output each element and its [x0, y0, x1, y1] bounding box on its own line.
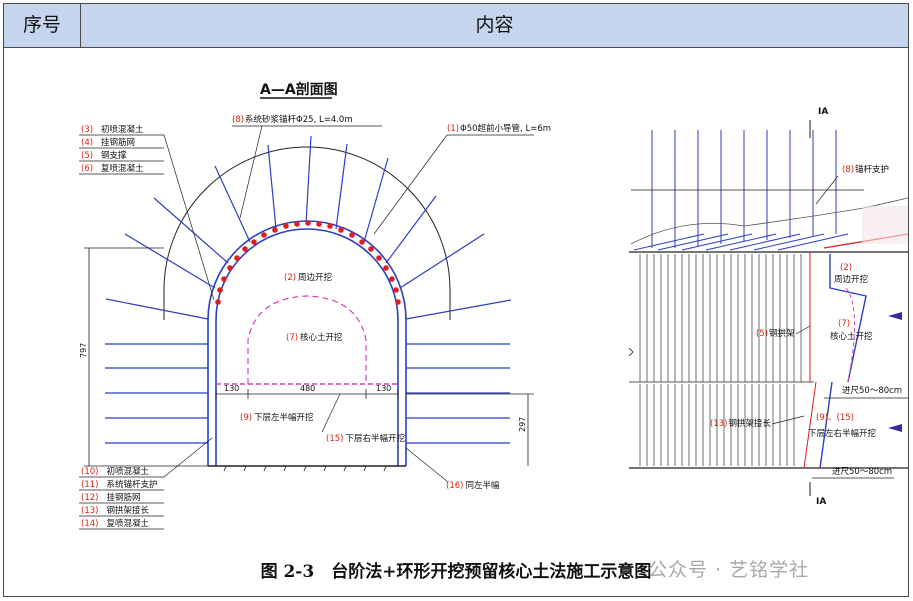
- outer-boundary: [163, 146, 451, 320]
- height-dims: [84, 247, 534, 467]
- label-arch: (5)钢拱架: [756, 328, 795, 339]
- bottom-label-leaders: [79, 437, 213, 530]
- leader-lower-right: [321, 393, 341, 433]
- core-soil-outline: [247, 295, 367, 384]
- label-core-text-right: 核心土开挖: [830, 331, 873, 342]
- dim-130-left: 130: [224, 384, 239, 393]
- svg-text:(5)钢支撑: (5)钢支撑: [81, 150, 127, 161]
- advance-lines: [651, 130, 837, 248]
- top-label-stack: (3)初喷混凝土 (4)挂钢筋网 (5)钢支撑 (6)复喷混凝土: [81, 124, 144, 174]
- label-arch-extend: (13)钢拱架接长: [710, 418, 771, 429]
- lining-inner: [215, 228, 399, 466]
- label-system-bolts: (8)系统砂浆锚杆Φ25, L=4.0m: [232, 114, 353, 125]
- figure-caption: 图 2-3 台阶法+环形开挖预留核心土法施工示意图: [260, 562, 652, 582]
- bolt-leader: [239, 125, 263, 219]
- label-lower-left: (9)下层左半幅开挖: [240, 412, 314, 423]
- radial-bolts: [105, 135, 512, 320]
- invert-ticks: [223, 465, 387, 472]
- dim-797: 797: [79, 343, 88, 358]
- core-profile-right: [845, 287, 855, 383]
- header-index: 序号: [22, 14, 61, 36]
- label-core: (7)核心土开挖: [286, 332, 343, 343]
- label-lower-right: (15)下层右半幅开挖: [326, 433, 405, 444]
- svg-text:(12)挂钢筋网: (12)挂钢筋网: [81, 492, 140, 503]
- section-title: A—A剖面图: [260, 81, 338, 98]
- leader-arch: [795, 325, 811, 335]
- arch-lines: [639, 254, 802, 382]
- break-mark: [628, 347, 634, 357]
- label-periph-text: 周边开挖: [834, 274, 869, 285]
- ia-bottom: IA: [816, 497, 826, 507]
- table-header: 序号 内容: [4, 4, 908, 48]
- svg-text:(13)钢拱架接长: (13)钢拱架接长: [81, 505, 149, 516]
- label-same-left: (16)同左半幅: [446, 480, 500, 491]
- svg-text:(10)初喷混凝土: (10)初喷混凝土: [81, 466, 149, 477]
- advance-pipes: [215, 220, 401, 305]
- diagonal-pipes: [633, 233, 849, 251]
- leader-extend: [771, 415, 805, 425]
- svg-text:(11)系统锚杆支护: (11)系统锚杆支护: [81, 479, 157, 490]
- header-divider: [80, 4, 81, 47]
- bottom-label-stack: (10)初喷混凝土 (11)系统锚杆支护 (12)挂钢筋网 (13)钢拱架接长 …: [81, 466, 157, 529]
- svg-text:(6)复喷混凝土: (6)复喷混凝土: [81, 163, 144, 174]
- figure-cell: A—A剖面图: [4, 48, 909, 596]
- table-frame: 序号 内容 A—A剖面图: [3, 3, 909, 597]
- red-arch-lower: [803, 381, 817, 469]
- bench-dims: [215, 389, 399, 399]
- lower-arch-lines: [639, 384, 795, 466]
- label-advance-pipe: (1)Φ50超前小导管, L=6m: [447, 123, 551, 134]
- dim-297: 297: [518, 417, 527, 432]
- svg-text:(3)初喷混凝土: (3)初喷混凝土: [81, 124, 144, 135]
- leader-anchor: [815, 175, 839, 205]
- leader-same-left: [405, 447, 449, 483]
- header-content: 内容: [475, 14, 514, 36]
- label-periph-num: (2): [840, 263, 852, 273]
- top-label-leaders: [79, 134, 215, 301]
- face-profile: [829, 254, 867, 383]
- ground-surface: [630, 197, 909, 245]
- dim-130-right: 130: [376, 384, 391, 393]
- dim-480: 480: [300, 384, 315, 393]
- label-anchor-support: (8)锚杆支护: [842, 164, 889, 175]
- watermark: 公众号 · 艺铭学社: [648, 559, 810, 581]
- arrow-core: [888, 312, 902, 320]
- construction-diagram: A—A剖面图: [79, 81, 909, 530]
- arrow-lower: [888, 424, 902, 432]
- face-profile-lower: [819, 381, 833, 469]
- face-hatch: [862, 206, 908, 244]
- label-lower-num: (9)、(15): [816, 413, 854, 423]
- label-periphery: (2)周边开挖: [284, 272, 333, 283]
- label-advance-2: 进尺50～80cm: [832, 467, 892, 477]
- label-lower-text: 下层左右半幅开挖: [808, 428, 877, 439]
- svg-text:(4)挂钢筋网: (4)挂钢筋网: [81, 137, 135, 148]
- svg-text:(14)复喷混凝土: (14)复喷混凝土: [81, 518, 149, 529]
- wall-bolts: [105, 343, 510, 444]
- ia-top: IA: [818, 107, 828, 117]
- label-advance-1: 进尺50～80cm: [842, 386, 902, 396]
- label-core-num-right: (7): [838, 319, 850, 329]
- pipe-leader: [373, 134, 448, 235]
